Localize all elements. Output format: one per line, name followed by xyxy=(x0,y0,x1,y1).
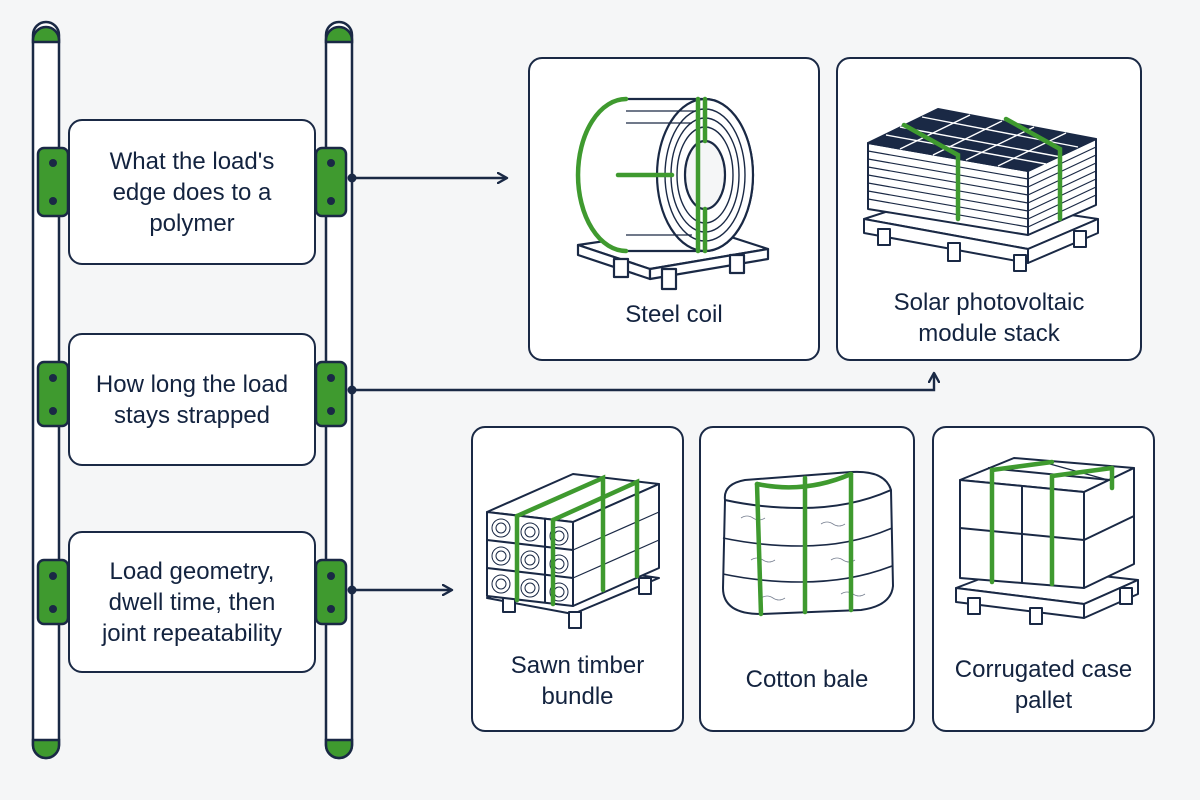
arrow-step2-to-solar-stack xyxy=(347,373,935,395)
card-corrugated-label-line-1: Corrugated case xyxy=(954,656,1133,683)
rail-clamp-right-2 xyxy=(314,360,348,428)
step-2-line-1: How long the load xyxy=(95,370,289,398)
rail-clamp-left-1 xyxy=(36,146,70,218)
card-corrugated-label-line-2: pallet xyxy=(1014,687,1073,714)
ladder-step-2: How long the load stays strapped xyxy=(68,333,316,466)
card-solar-label-line-1: Solar photovoltaic xyxy=(893,289,1085,316)
card-steel-coil-label: Steel coil xyxy=(625,301,723,328)
card-timber-label-line-1: Sawn timber xyxy=(510,652,645,679)
rail-clamp-left-2 xyxy=(36,360,70,428)
card-cotton-label: Cotton bale xyxy=(745,666,869,693)
corrugated-case-pallet-icon xyxy=(955,457,1139,625)
card-timber-label-line-2: bundle xyxy=(541,683,614,710)
steel-coil-icon xyxy=(575,96,770,291)
card-sawn-timber-bundle: Sawn timber bundle xyxy=(471,426,684,732)
step-1-line-1: What the load's xyxy=(109,147,275,175)
cotton-bale-icon xyxy=(722,470,894,617)
rail-clamp-left-3 xyxy=(36,558,70,626)
arrow-step3-to-timber-bundle xyxy=(347,586,453,595)
arrow-step1-to-steel-coil xyxy=(347,174,508,183)
rail-clamp-right-1 xyxy=(314,146,348,218)
step-1-line-3: polymer xyxy=(149,209,235,237)
step-1-line-2: edge does to a xyxy=(112,178,272,206)
card-corrugated-case-pallet: Corrugated case pallet xyxy=(932,426,1155,732)
ladder-step-3: Load geometry, dwell time, then joint re… xyxy=(68,531,316,673)
card-solar-module-stack: Solar photovoltaic module stack xyxy=(836,57,1142,361)
ladder-step-1: What the load's edge does to a polymer xyxy=(68,119,316,265)
step-3-line-3: joint repeatability xyxy=(101,619,283,647)
step-3-line-2: dwell time, then xyxy=(108,588,276,616)
card-steel-coil: Steel coil xyxy=(528,57,820,361)
card-cotton-bale: Cotton bale xyxy=(699,426,915,732)
step-3-line-1: Load geometry, xyxy=(109,557,275,585)
rail-clamp-right-3 xyxy=(314,558,348,626)
card-solar-label-line-2: module stack xyxy=(918,320,1060,347)
step-2-line-2: stays strapped xyxy=(113,401,271,429)
solar-module-stack-icon xyxy=(863,108,1099,272)
timber-bundle-icon xyxy=(486,473,660,629)
